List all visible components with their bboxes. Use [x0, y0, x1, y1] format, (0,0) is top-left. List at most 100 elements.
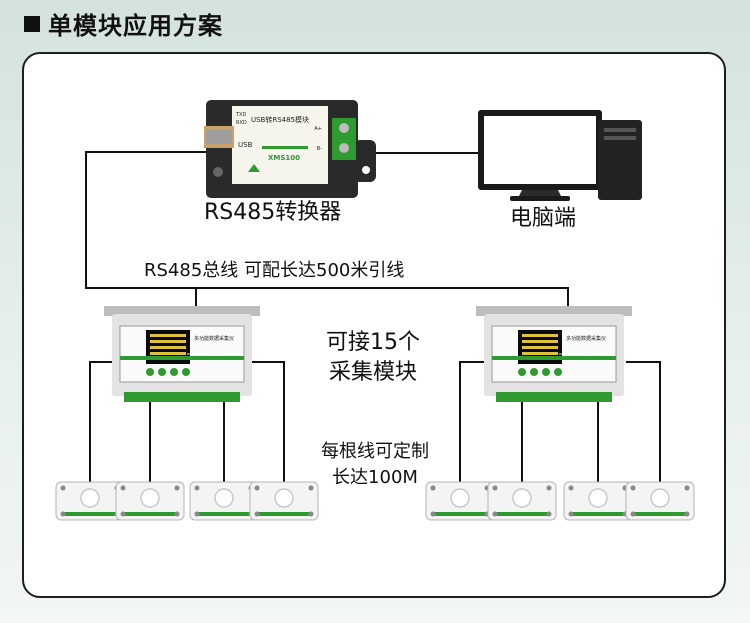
rxd-label: RXD [236, 120, 247, 126]
sensor-cables-left [89, 361, 285, 484]
sensor-probe-icon [650, 488, 670, 508]
module-top-terminals [476, 306, 632, 316]
drive-bay-icon [604, 136, 636, 140]
rs485-bus-wire [85, 151, 569, 312]
module-panel-title: 多功能数据采集仪 [194, 335, 234, 342]
sensor-device [249, 481, 319, 521]
computer-label: 电脑端 [510, 206, 577, 231]
acquisition-module-left: 多功能数据采集仪 MULTIFUNCTIONAL DATA RECORDER [104, 306, 260, 402]
converter-model-label: XMS100 [268, 154, 300, 162]
sensor-green-stripe [432, 512, 488, 516]
monitor-screen [484, 116, 596, 184]
sensor-green-stripe [632, 512, 688, 516]
converter-mount-ear [354, 140, 376, 182]
converter-panel-title: USB转RS485模块 [251, 115, 309, 124]
sensor-device [425, 481, 495, 521]
module-green-stripe [120, 356, 244, 360]
sensor-device [189, 481, 259, 521]
screw-icon [684, 511, 690, 517]
module-button-icon [170, 368, 178, 376]
module-top-terminals [104, 306, 260, 316]
sensor-cable [250, 361, 285, 484]
screw-icon [194, 485, 200, 491]
module-button-icon [518, 368, 526, 376]
screw-icon [120, 485, 126, 491]
screw-icon [430, 485, 436, 491]
sensor-device [55, 481, 125, 521]
sensor-device [115, 481, 185, 521]
sensor-cable [626, 361, 661, 484]
screw-icon [254, 485, 260, 491]
screw-icon [254, 511, 260, 517]
screen-readout-line [522, 334, 558, 337]
sensor-device [487, 481, 557, 521]
module-green-stripe [492, 356, 616, 360]
screw-icon [630, 485, 636, 491]
section-heading: 单模块应用方案 [24, 6, 223, 41]
capacity-label-2: 采集模块 [328, 360, 417, 385]
screw-icon [194, 511, 200, 517]
sensor-probe-icon [450, 488, 470, 508]
module-button-icon [158, 368, 166, 376]
panel-stripe [262, 146, 308, 149]
cable-length-label-2: 长达100M [332, 467, 418, 488]
module-button-icon [146, 368, 154, 376]
module-panel-series: MULTIFUNCTIONAL DATA RECORDER [187, 352, 242, 356]
usb-port-shell [206, 130, 232, 144]
acquisition-module-right: 多功能数据采集仪 MULTIFUNCTIONAL DATA RECORDER [476, 306, 632, 402]
screw-icon [430, 511, 436, 517]
sensor-green-stripe [570, 512, 626, 516]
module-panel-series: MULTIFUNCTIONAL DATA RECORDER [559, 352, 614, 356]
capacity-label-1: 可接15个 [326, 330, 420, 355]
screw-icon [60, 485, 66, 491]
module-button-icon [530, 368, 538, 376]
terminal-screw-icon [339, 143, 349, 153]
usb-label: USB [238, 141, 253, 149]
terminal-screw-icon [339, 123, 349, 133]
brand-logo-icon [248, 164, 260, 172]
module-button-icon [182, 368, 190, 376]
screw-icon [60, 511, 66, 517]
module-bottom-terminals [496, 392, 612, 402]
screw-icon [308, 511, 314, 517]
module-button-icon [554, 368, 562, 376]
sensor-probe-icon [274, 488, 294, 508]
monitor-base [510, 196, 570, 201]
rs485-converter-device: USB转RS485模块 USB TXD RXD A+ B- XMS100 [204, 100, 376, 198]
mount-hole-icon [362, 166, 370, 174]
sensor-green-stripe [62, 512, 118, 516]
sensor-device [625, 481, 695, 521]
a-plus-label: A+ [314, 126, 322, 132]
converter-label: RS485转换器 [204, 200, 342, 225]
module-button-icon [542, 368, 550, 376]
sensor-probe-icon [214, 488, 234, 508]
screw-icon [492, 511, 498, 517]
screw-icon [630, 511, 636, 517]
sensor-green-stripe [122, 512, 178, 516]
drive-bay-icon [604, 128, 636, 132]
sensor-probe-icon [80, 488, 100, 508]
sensor-device [563, 481, 633, 521]
mount-hole-icon [213, 167, 223, 177]
sensor-probe-icon [588, 488, 608, 508]
sensor-green-stripe [196, 512, 252, 516]
square-bullet-icon [24, 15, 40, 32]
screw-icon [568, 511, 574, 517]
sensor-probe-icon [512, 488, 532, 508]
sensor-green-stripe [494, 512, 550, 516]
sensor-probe-icon [140, 488, 160, 508]
screw-icon [568, 485, 574, 491]
screen-readout-line [522, 352, 558, 355]
sensor-cable [89, 361, 118, 484]
cable-length-label-1: 每根线可定制 [321, 441, 429, 462]
b-minus-label: B- [317, 146, 322, 152]
page-title: 单模块应用方案 [48, 12, 223, 40]
sensor-cable [459, 361, 488, 484]
computer-device [478, 110, 642, 201]
converter-face-panel [232, 106, 328, 184]
sensor-group [55, 481, 695, 521]
screw-icon [174, 511, 180, 517]
sensor-green-stripe [256, 512, 312, 516]
sensor-cables-right [459, 361, 661, 484]
